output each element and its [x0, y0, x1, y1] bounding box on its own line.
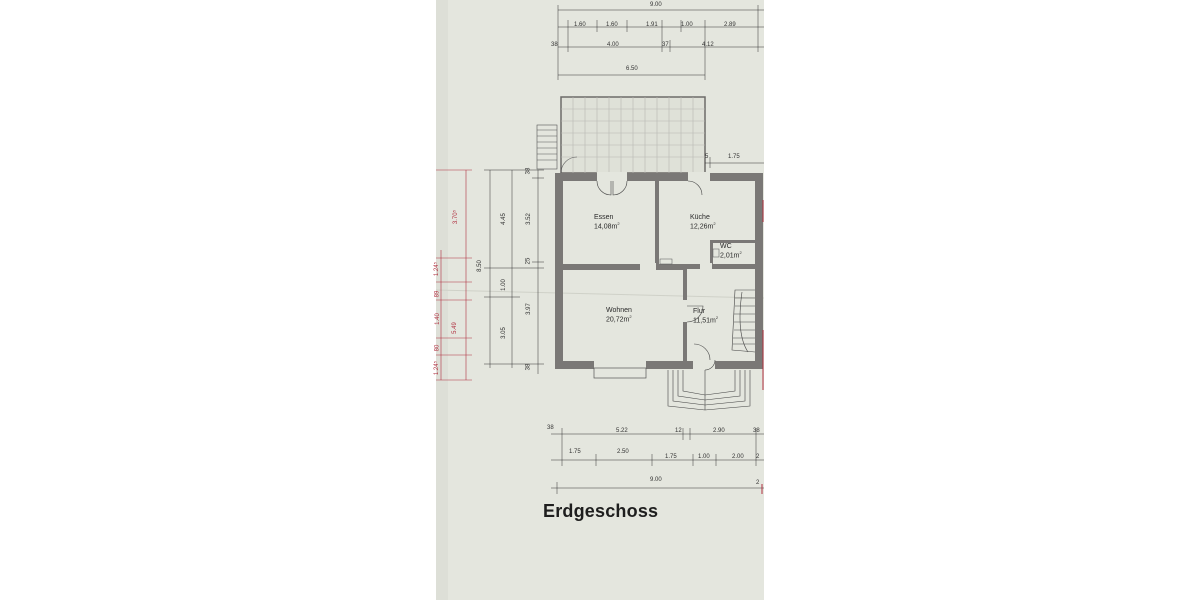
- door-openings: [594, 172, 715, 370]
- staircase: [731, 289, 756, 353]
- room-name-flur: Flur: [693, 308, 706, 315]
- dim-left-red-g: 1.24⁵: [434, 360, 441, 376]
- dim-left-outer: 8.50: [476, 260, 483, 272]
- terrace-steps: [536, 124, 558, 170]
- dim-bottom-row2-a: 1.75: [569, 449, 581, 455]
- dim-top-row1-d: 1.00: [681, 22, 693, 28]
- bottom-dimension-lines: [551, 428, 764, 494]
- room-area-value: 2,01m: [720, 252, 740, 260]
- dim-top-side-small: 5: [705, 154, 709, 160]
- dim-bottom-overall-end: 2: [756, 480, 760, 486]
- dim-top-row1-e: 2.89: [724, 22, 736, 28]
- kitchen-counter: [659, 258, 673, 265]
- room-name-essen: Essen: [594, 214, 614, 221]
- dim-left-inner-c: 25: [525, 257, 532, 265]
- dim-top-row2-b: 4.00: [607, 42, 619, 48]
- left-dimension-lines: [484, 169, 544, 374]
- top-dimension-lines: [557, 5, 764, 168]
- door-swings: [596, 180, 716, 371]
- dim-top-side: 1.75: [728, 154, 740, 160]
- dim-left-inner-e: 38: [525, 363, 532, 371]
- area-unit-exponent: 2: [713, 221, 716, 226]
- room-area-essen: 14,08m2: [594, 221, 620, 231]
- right-red-marks: [761, 200, 764, 494]
- dim-bottom-row2-f: 2: [756, 454, 760, 460]
- room-area-wc: 2,01m2: [720, 250, 742, 260]
- room-area-wohnen: 20,72m2: [606, 314, 632, 324]
- dim-top-terrace: 6.50: [626, 66, 638, 72]
- dim-top-row2-d: 4.12: [702, 42, 714, 48]
- entrance-steps: [667, 370, 751, 411]
- room-area-value: 20,72m: [606, 316, 630, 324]
- dim-left-inner-d: 3.97: [525, 303, 532, 315]
- room-area-kueche: 12,26m2: [690, 221, 716, 231]
- dim-bottom-row2-b: 2.50: [617, 449, 629, 455]
- dim-left-inner-b: 3.52: [525, 213, 532, 225]
- dim-bottom-row2-d: 1.00: [698, 454, 710, 460]
- dim-bottom-row1-b: 5.22: [616, 428, 628, 434]
- dim-left-red-c: 89: [434, 290, 441, 298]
- room-area-value: 14,08m: [594, 223, 618, 231]
- dim-bottom-row1-e: 38: [753, 428, 760, 434]
- area-unit-exponent: 2: [715, 315, 719, 320]
- room-area-value: 11,51m: [693, 317, 716, 325]
- dim-top-row1-a: 1.60: [574, 22, 586, 28]
- dim-left-red-e: 5.49: [451, 322, 458, 334]
- dim-bottom-row1-c: 12: [675, 428, 682, 434]
- wc-fixture: [712, 248, 720, 258]
- area-unit-exponent: 2: [739, 250, 742, 255]
- dim-left-red-d: 1.40: [434, 313, 441, 325]
- dim-top-overall: 9.00: [650, 2, 662, 8]
- dim-left-mid2: 3.05: [500, 327, 507, 339]
- dim-bottom-row2-c: 1.75: [665, 454, 677, 460]
- bay-window: [593, 367, 647, 379]
- room-area-value: 12,26m: [690, 223, 714, 231]
- dim-top-row2-c: 37: [662, 42, 669, 48]
- terrace-grid: [560, 96, 706, 174]
- dim-top-row1-c: 1.91: [646, 22, 658, 28]
- dim-left-red-f: 80: [434, 344, 441, 352]
- dim-top-row1-b: 1.60: [606, 22, 618, 28]
- room-name-wohnen: Wohnen: [606, 307, 632, 314]
- dim-left-mid-b: 1.00: [500, 279, 507, 291]
- dim-left-mid-a: 4.45: [500, 213, 507, 225]
- room-name-wc: WC: [720, 243, 732, 250]
- room-name-kueche: Küche: [690, 214, 710, 221]
- dim-bottom-row2-e: 2.00: [732, 454, 744, 460]
- terrace-door-swing: [560, 156, 578, 174]
- dim-left-inner-a: 38: [525, 167, 532, 175]
- plan-title: Erdgeschoss: [543, 501, 659, 521]
- paper-fold: [435, 289, 765, 299]
- dim-bottom-overall: 9.00: [650, 477, 662, 483]
- area-unit-exponent: 2: [629, 314, 632, 319]
- area-unit-exponent: 2: [617, 221, 620, 226]
- dim-bottom-row1-d: 2.90: [713, 428, 725, 434]
- dim-left-red-a: 3.70⁵: [453, 209, 460, 225]
- dim-left-red-b: 1.24⁵: [434, 261, 441, 277]
- dim-bottom-row1-a: 38: [547, 425, 554, 431]
- room-area-flur: 11,51m2: [693, 315, 719, 325]
- left-red-dimension-lines: [436, 169, 472, 381]
- dim-top-row2-a: 38: [551, 42, 558, 48]
